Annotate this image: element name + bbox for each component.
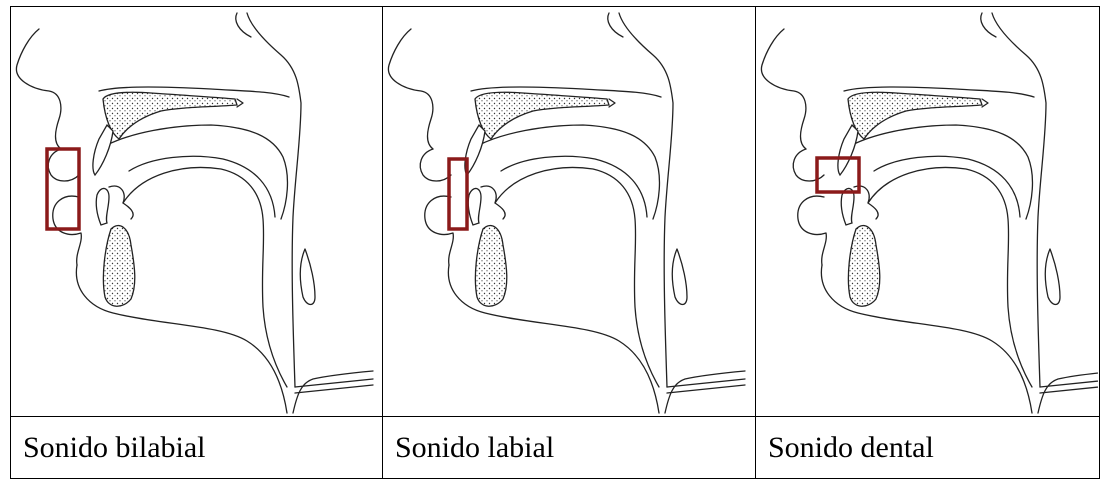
- vocal-tract-illustration-dental: [756, 7, 1098, 416]
- vocal-tract-illustration-labial: [383, 7, 755, 416]
- comparison-table: Sonido bilabial Sonido labial Sonido den…: [10, 6, 1100, 479]
- labial-diagram: [383, 7, 756, 417]
- vocal-tract-illustration-bilabial: [11, 7, 382, 416]
- caption-dental: Sonido dental: [756, 417, 1099, 478]
- bilabial-highlight-box: [47, 149, 79, 229]
- caption-labial: Sonido labial: [383, 417, 756, 478]
- dental-diagram: [756, 7, 1099, 417]
- caption-bilabial: Sonido bilabial: [11, 417, 383, 478]
- bilabial-diagram: [11, 7, 383, 417]
- labial-highlight-box: [449, 159, 467, 229]
